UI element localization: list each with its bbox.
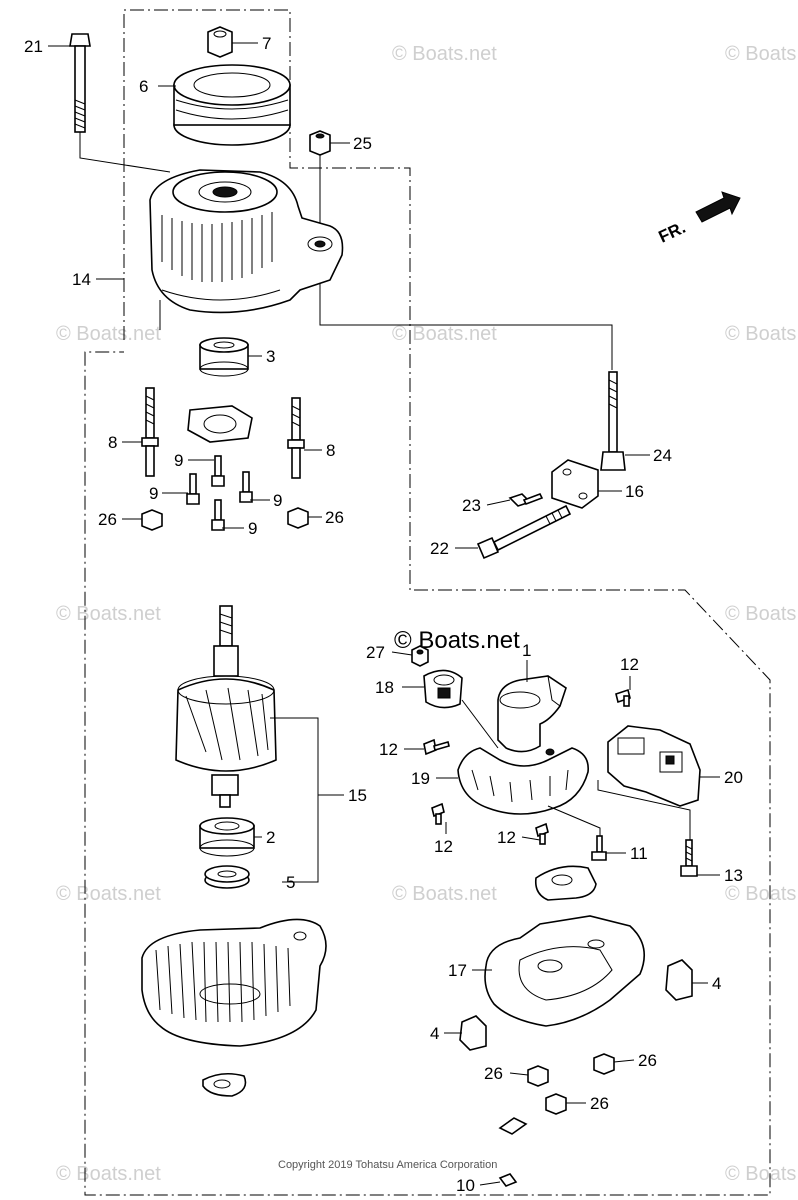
watermark: © Boats.net [725,323,798,345]
callout-9-bottom: 9 [248,519,257,538]
callout-4-left: 4 [430,1024,439,1043]
part-7-pulley-nut [207,26,233,58]
callout-26-lower-right: 26 [638,1051,657,1070]
callout-17: 17 [448,961,467,980]
callout-26-bottom: 26 [590,1094,609,1113]
part-4-insulator-right [665,959,693,1001]
leader-lines [48,42,720,1186]
callout-12-lower: 12 [434,837,453,856]
part-10-clip-screw [498,1117,528,1187]
part-1-regulator [497,675,567,756]
watermark: © Boats.net [392,883,497,905]
callout-12-left: 12 [379,740,398,759]
part-12-screws [423,688,631,845]
part-4-insulator-left [459,1015,487,1051]
part-11-screw [591,835,607,861]
part-22-long-bolt [476,504,572,560]
watermark: © Boats.net [56,1163,161,1185]
callout-16: 16 [625,482,644,501]
callout-25: 25 [353,134,372,153]
callout-3: 3 [266,347,275,366]
part-13-screw [680,839,698,877]
part-21-long-bolt [69,33,171,173]
callout-22: 22 [430,539,449,558]
watermark: © Boats.net [56,323,161,345]
callout-26-lower-left: 26 [484,1064,503,1083]
callout-26-right: 26 [325,508,344,527]
watermark: © Boats.net [56,883,161,905]
part-3-bearing [199,337,249,377]
front-direction-arrow: FR. [656,191,741,247]
part-rear-housing [141,918,327,1097]
direction-label: FR. [656,218,689,247]
part-8-stud-right [287,397,305,479]
callout-labels: 21 7 6 25 14 3 8 8 9 9 9 9 26 26 24 23 1… [24,34,743,1195]
callout-7: 7 [262,34,271,53]
callout-9-left: 9 [149,484,158,503]
callout-9-right: 9 [273,491,282,510]
callout-8-right: 8 [326,441,335,460]
callout-23: 23 [462,496,481,515]
part-18-terminal-insulator [423,669,499,749]
callout-11: 11 [630,844,648,863]
part-cover-bracket [534,865,597,901]
part-5-collar [204,865,250,889]
watermark: © Boats.net [56,603,161,625]
callout-14: 14 [72,270,91,289]
callout-1: 1 [522,641,531,660]
part-26-nuts-lower [527,1053,615,1115]
watermark: © Boats.net [725,1163,798,1185]
callout-6: 6 [139,77,148,96]
part-24-bolt [600,371,626,471]
part-19-rectifier [457,747,589,815]
callout-26-left: 26 [98,510,117,529]
callout-24: 24 [653,446,672,465]
callout-12-top: 12 [620,655,639,674]
callout-15: 15 [348,786,367,805]
part-25-nut [309,130,331,156]
part-16-bracket-plate [551,459,599,509]
watermark: © Boats.net [392,43,497,65]
part-8-stud-left [141,387,159,477]
callout-27: 27 [366,643,385,662]
callout-4-right: 4 [712,974,721,993]
part-26-nuts-upper [141,507,309,531]
part-9-screws [186,455,253,531]
part-27-nut [411,645,429,667]
part-23-bolt [508,492,544,507]
watermarks: © Boats.net © Boats.net © Boats.net © Bo… [56,43,798,1185]
callout-19: 19 [411,769,430,788]
callout-18: 18 [375,678,394,697]
watermark: © Boats.net [725,603,798,625]
watermark: © Boats.net [725,43,798,65]
copyright-notice: Copyright 2019 Tohatsu America Corporati… [278,1159,497,1171]
callout-20: 20 [724,768,743,787]
part-14-front-housing [149,169,344,330]
watermark: © Boats.net [392,323,497,345]
part-2-bearing [199,817,255,857]
callout-9-top: 9 [174,451,183,470]
callout-13: 13 [724,866,743,885]
part-gasket-plate [187,405,253,443]
callout-2: 2 [266,828,275,847]
callout-10: 10 [456,1176,475,1195]
callout-5: 5 [286,873,295,892]
part-15-rotor [175,605,277,808]
part-20-brush-holder [607,725,701,807]
callout-8-left: 8 [108,433,117,452]
watermark: © Boats.net [725,883,798,905]
callout-21: 21 [24,37,43,56]
part-17-rear-cover [484,915,646,1027]
callout-12-center: 12 [497,828,516,847]
part-6-pulley [173,64,291,146]
